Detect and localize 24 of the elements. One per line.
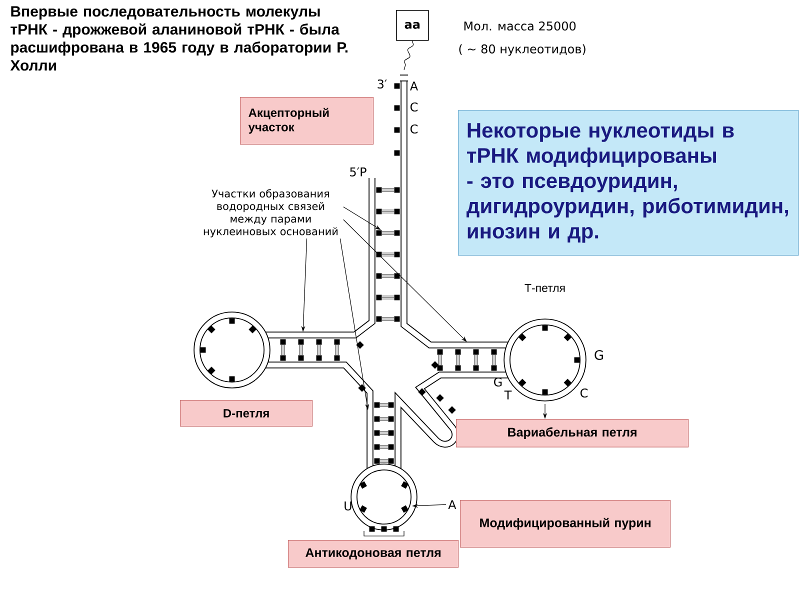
- base-letter: C: [410, 102, 418, 112]
- base-letter: A: [446, 499, 458, 510]
- base-letter: A: [410, 82, 418, 90]
- label-box: Вариабельная петля: [456, 419, 689, 448]
- base-letter: G: [594, 350, 603, 360]
- wavy-line: [404, 40, 414, 70]
- mass-label: ( ∼ 80 нуклеотидов): [459, 44, 586, 56]
- base-letter: T: [504, 390, 512, 400]
- end-label: 5′P: [350, 168, 366, 176]
- end-label: 3′: [378, 79, 387, 89]
- base-letter: C: [580, 388, 588, 398]
- mass-label: Мол. масса 25000: [464, 21, 576, 31]
- label-box: Акцепторный участок: [240, 97, 374, 145]
- title: Впервые последовательность молекулы тРНК - дрожжевой аланиновой тРНК - была расшифрована в 1965 году в лаборатории Р. Холли: [10, 6, 348, 71]
- callout-text: Участки образования водородных связей между парами нуклеиновых оснований: [198, 188, 344, 238]
- amino-acid-box: aa: [396, 10, 429, 41]
- base-letter: C: [410, 124, 418, 134]
- label-box: D-петля: [180, 400, 313, 427]
- note-box: Некоторые нуклеотиды в тРНК модифицированы - это псевдоуридин, дигидроуридин, риботимидин, инозин и др.: [458, 110, 799, 256]
- base-letter: U: [344, 502, 352, 510]
- leader-line: [343, 219, 467, 342]
- label-box: Антикодоновая петля: [288, 540, 459, 568]
- loop-label: Т-петля: [524, 284, 565, 292]
- label-box: Модифицированный пурин: [460, 500, 671, 548]
